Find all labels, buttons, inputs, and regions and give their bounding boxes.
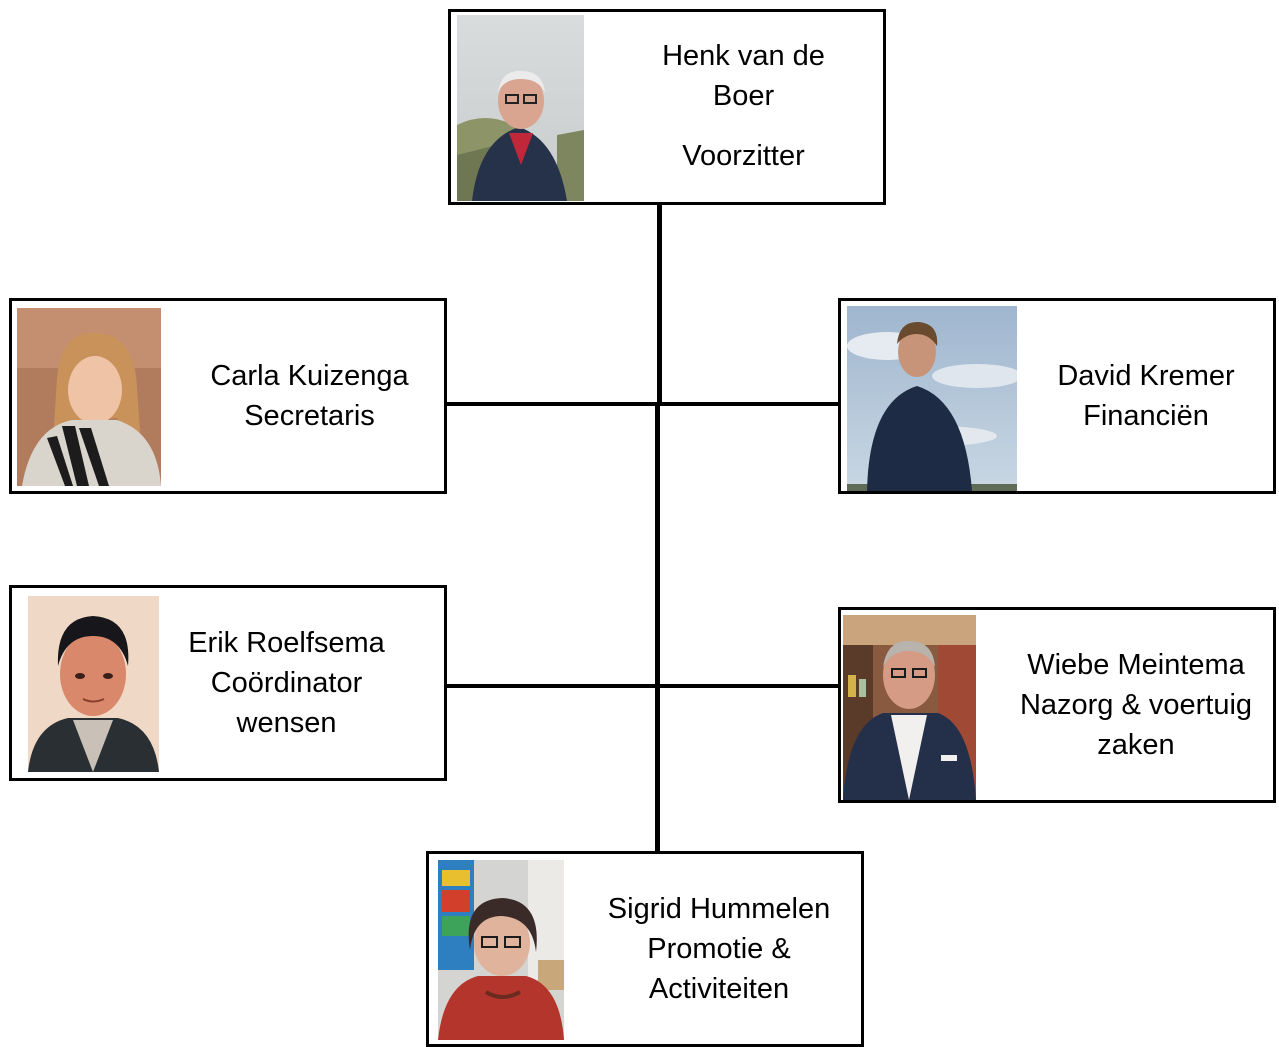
member-text-wiebe: Wiebe Meintema Nazorg & voertuig zaken — [996, 610, 1276, 800]
member-role-line: Nazorg & voertuig — [1019, 689, 1253, 721]
member-card-sigrid: Sigrid Hummelen Promotie & Activiteiten — [426, 851, 864, 1047]
member-card-henk: Henk van de Boer Voorzitter — [448, 9, 886, 205]
photo-david — [847, 306, 1017, 491]
member-text-david: David Kremer Financiën — [1026, 301, 1266, 491]
photo-sigrid — [438, 860, 564, 1040]
member-card-erik: Erik Roelfsema Coördinator wensen — [9, 585, 447, 781]
member-name-line: Wiebe Meintema — [1027, 649, 1245, 681]
member-text-sigrid: Sigrid Hummelen Promotie & Activiteiten — [584, 854, 854, 1044]
member-role-line: Promotie & — [647, 933, 791, 965]
member-text-erik: Erik Roelfsema Coördinator wensen — [164, 588, 409, 778]
member-role-line: Secretaris — [244, 400, 375, 432]
photo-wiebe — [843, 615, 976, 800]
member-role-line: Coördinator — [210, 667, 363, 699]
photo-erik — [28, 596, 159, 772]
member-name-line: Erik Roelfsema — [188, 627, 385, 659]
member-name-line: Boer — [712, 80, 775, 112]
photo-carla — [17, 308, 161, 486]
member-text-henk: Henk van de Boer Voorzitter — [601, 36, 886, 176]
member-card-wiebe: Wiebe Meintema Nazorg & voertuig zaken — [838, 607, 1276, 803]
member-card-david: David Kremer Financiën — [838, 298, 1276, 494]
member-role-line: Financiën — [1083, 400, 1209, 432]
trunk-line-lower — [655, 403, 660, 853]
trunk-line-upper — [657, 203, 662, 405]
member-role-line: wensen — [236, 707, 337, 739]
member-text-carla: Carla Kuizenga Secretaris — [177, 301, 442, 491]
member-name-line: Sigrid Hummelen — [607, 893, 831, 925]
branch-line-top — [445, 402, 841, 406]
member-name-line: Carla Kuizenga — [210, 360, 409, 392]
member-role-line: Activiteiten — [648, 973, 790, 1005]
member-role-line: Voorzitter — [682, 140, 805, 172]
member-card-carla: Carla Kuizenga Secretaris — [9, 298, 447, 494]
member-name-line: Henk van de — [662, 40, 825, 72]
photo-henk — [457, 15, 584, 201]
branch-line-bottom — [445, 684, 841, 688]
member-name-line: David Kremer — [1057, 360, 1235, 392]
member-role-line: zaken — [1097, 729, 1175, 761]
